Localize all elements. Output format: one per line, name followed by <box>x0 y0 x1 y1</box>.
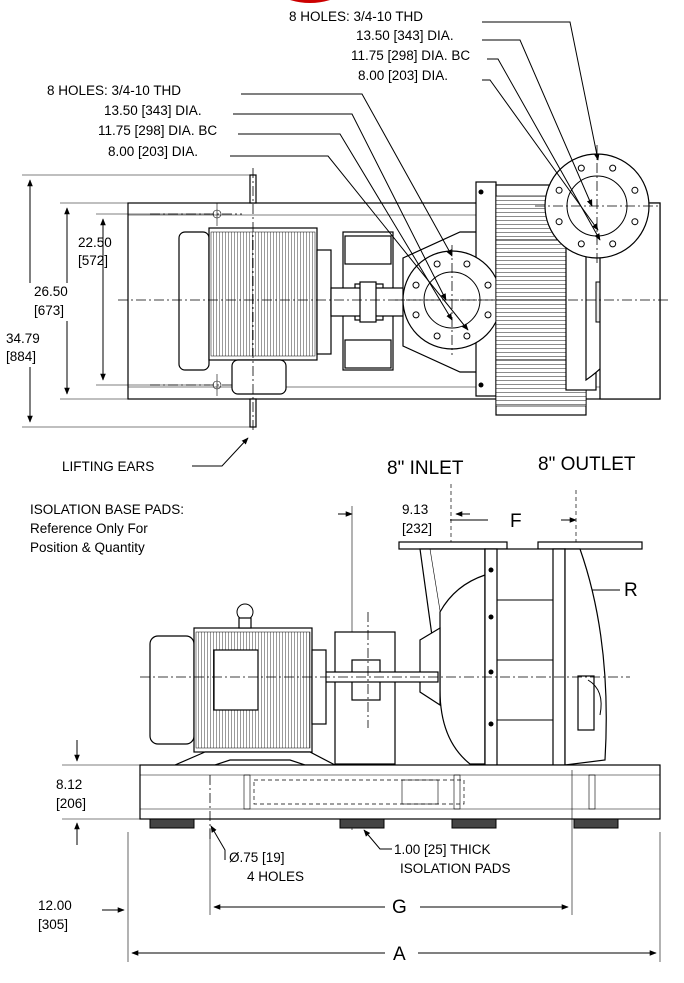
dim-12-00-mm: [305] <box>38 917 68 932</box>
base-side <box>139 764 661 820</box>
bolt-hole <box>412 281 420 289</box>
side-view: 8" INLET 8" OUTLET ISOLATION BASE PADS: … <box>30 454 661 965</box>
isolation-pads-side <box>149 818 619 829</box>
dim-26-50-mm: [673] <box>34 303 64 318</box>
motor-stand-side <box>174 751 336 766</box>
isolation-note-line-1: ISOLATION BASE PADS: <box>30 502 184 517</box>
outlet-flange-side <box>537 541 643 550</box>
motor-top <box>178 227 332 395</box>
dim-9-13-mm: [232] <box>402 521 432 536</box>
dim-9-13: 9.13 <box>402 502 428 517</box>
dim-R: R <box>624 580 638 601</box>
bolt-hole <box>609 164 617 172</box>
isolation-note-line-3: Position & Quantity <box>30 540 145 555</box>
fan-housing-side <box>439 548 607 766</box>
inlet-flange-callouts <box>230 93 469 331</box>
bolt-hole <box>412 311 420 319</box>
dim-8-12: 8.12 <box>56 777 82 792</box>
motor-side <box>149 603 327 753</box>
dim-8-12-mm: [206] <box>56 796 86 811</box>
inlet-label: 8" INLET <box>387 458 464 479</box>
bolt-hole <box>433 332 441 340</box>
isolation-note-line-2: Reference Only For <box>30 521 148 536</box>
bolt-hole <box>609 240 617 248</box>
pads-thickness-label: 1.00 [25] THICK <box>394 842 491 857</box>
bolt-hole <box>484 281 492 289</box>
inlet-bolt-circle-label: 11.75 [298] DIA. BC <box>98 123 217 138</box>
outlet-flange-top <box>535 145 660 265</box>
bolt-hole <box>577 164 585 172</box>
dim-G: G <box>392 897 407 918</box>
bolt-hole <box>433 260 441 268</box>
mounting-holes-dia: Ø.75 [19] <box>229 850 285 865</box>
dim-34-79-mm: [884] <box>6 349 36 364</box>
bolt-hole <box>463 260 471 268</box>
dim-22-50: 22.50 <box>78 235 112 250</box>
dim-34-79: 34.79 <box>6 331 40 346</box>
bolt-hole <box>631 186 639 194</box>
outlet-flange-callouts <box>482 21 601 241</box>
top-view: 8 HOLES: 3/4-10 THD 13.50 [343] DIA. 11.… <box>4 9 668 474</box>
inlet-inner-dia-label: 8.00 [203] DIA. <box>108 144 198 159</box>
inlet-flange-side <box>398 541 508 550</box>
bolt-hole <box>577 240 585 248</box>
dim-22-50-mm: [572] <box>78 253 108 268</box>
hub-side <box>419 626 441 707</box>
mounting-holes-count: 4 HOLES <box>247 869 304 884</box>
pads-name-label: ISOLATION PADS <box>400 861 511 876</box>
dim-12-00: 12.00 <box>38 898 72 913</box>
bolt-hole <box>631 218 639 226</box>
outlet-label: 8" OUTLET <box>538 454 636 475</box>
outlet-bolt-circle-label: 11.75 [298] DIA. BC <box>351 48 470 63</box>
bolt-hole <box>463 332 471 340</box>
vertical-dimensions-top <box>22 174 250 428</box>
dim-F: F <box>510 511 522 532</box>
bolt-hole <box>555 186 563 194</box>
lifting-ears-label: LIFTING EARS <box>62 459 154 474</box>
outlet-outer-dia-label: 13.50 [343] DIA. <box>356 28 454 43</box>
bearing-top <box>330 281 406 323</box>
bolt-hole <box>555 218 563 226</box>
outlet-holes-label: 8 HOLES: 3/4-10 THD <box>289 9 423 24</box>
dim-26-50: 26.50 <box>34 284 68 299</box>
title-fragment <box>290 0 330 3</box>
inlet-outer-dia-label: 13.50 [343] DIA. <box>104 103 202 118</box>
bolt-hole <box>484 311 492 319</box>
outlet-inner-dia-label: 8.00 [203] DIA. <box>358 68 448 83</box>
inlet-holes-label: 8 HOLES: 3/4-10 THD <box>47 83 181 98</box>
dim-A: A <box>393 944 406 965</box>
